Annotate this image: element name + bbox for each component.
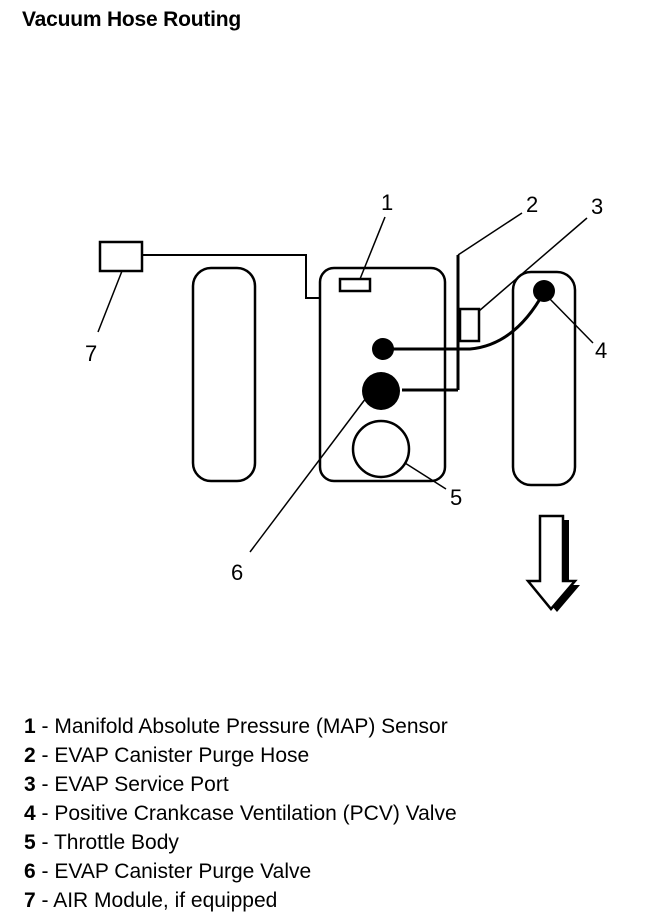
pcv-valve	[533, 280, 555, 302]
legend-number: 5	[24, 831, 36, 854]
leader-line-1	[359, 216, 386, 280]
legend-item: 4 - Positive Crankcase Ventilation (PCV)…	[24, 799, 457, 828]
leader-line-5	[404, 462, 447, 490]
legend-text: - Manifold Absolute Pressure (MAP) Senso…	[41, 715, 448, 738]
legend-item: 1 - Manifold Absolute Pressure (MAP) Sen…	[24, 712, 457, 741]
evap-purge-valve	[362, 372, 400, 410]
legend-text: - EVAP Canister Purge Hose	[41, 744, 310, 767]
callout-3: 3	[591, 194, 603, 219]
evap-service-port	[458, 307, 481, 343]
legend-text: - AIR Module, if equipped	[41, 889, 278, 912]
callout-2: 2	[526, 192, 538, 217]
legend-number: 4	[24, 802, 36, 825]
leader-line-7	[97, 270, 123, 333]
intake-manifold	[318, 266, 447, 483]
legend-item: 6 - EVAP Canister Purge Valve	[24, 857, 457, 886]
legend-number: 3	[24, 773, 36, 796]
leader-line-6	[249, 397, 367, 553]
left-cylinder-bank	[191, 266, 257, 483]
legend-text: - EVAP Service Port	[41, 773, 229, 796]
legend-number: 6	[24, 860, 36, 883]
legend-item: 7 - AIR Module, if equipped	[24, 886, 457, 915]
callout-1: 1	[381, 190, 393, 215]
right-cylinder-bank	[511, 270, 577, 487]
legend-text: - EVAP Canister Purge Valve	[41, 860, 312, 883]
leader-line-2	[457, 212, 523, 256]
callout-7: 7	[85, 341, 97, 366]
legend-text: - Positive Crankcase Ventilation (PCV) V…	[41, 802, 457, 825]
legend-item: 3 - EVAP Service Port	[24, 770, 457, 799]
diagram-title: Vacuum Hose Routing	[22, 8, 242, 31]
callout-5: 5	[450, 485, 462, 510]
air-module	[98, 240, 144, 273]
legend-text: - Throttle Body	[41, 831, 179, 854]
legend-number: 7	[24, 889, 36, 912]
callout-4: 4	[595, 338, 607, 363]
map-sensor	[338, 277, 372, 293]
legend: 1 - Manifold Absolute Pressure (MAP) Sen…	[24, 712, 457, 915]
legend-item: 2 - EVAP Canister Purge Hose	[24, 741, 457, 770]
legend-item: 5 - Throttle Body	[24, 828, 457, 857]
callout-6: 6	[231, 560, 243, 585]
air-module-hose	[142, 254, 320, 299]
leader-line-3	[478, 217, 588, 312]
leader-line-4	[546, 295, 594, 344]
legend-number: 1	[24, 715, 36, 738]
vacuum-hose-diagram: 1 2 3 4 5 6 7	[85, 190, 607, 612]
legend-number: 2	[24, 744, 36, 767]
pcv-hose	[383, 291, 546, 351]
throttle-body	[351, 419, 411, 479]
front-direction-arrow-icon	[525, 514, 580, 612]
